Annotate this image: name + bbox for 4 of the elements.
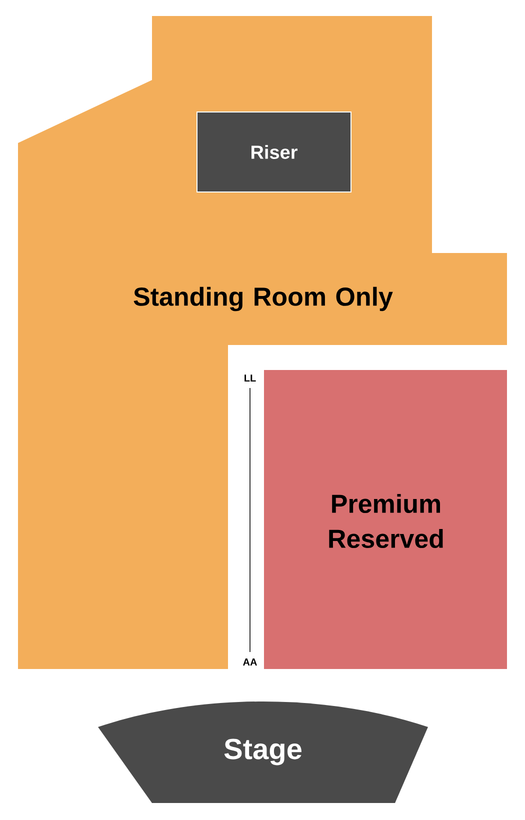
row-label: AA xyxy=(243,658,257,666)
seating-section: Premium Reserved xyxy=(264,370,507,669)
riser-box: Riser xyxy=(196,112,352,192)
row-label: LL xyxy=(244,374,256,382)
